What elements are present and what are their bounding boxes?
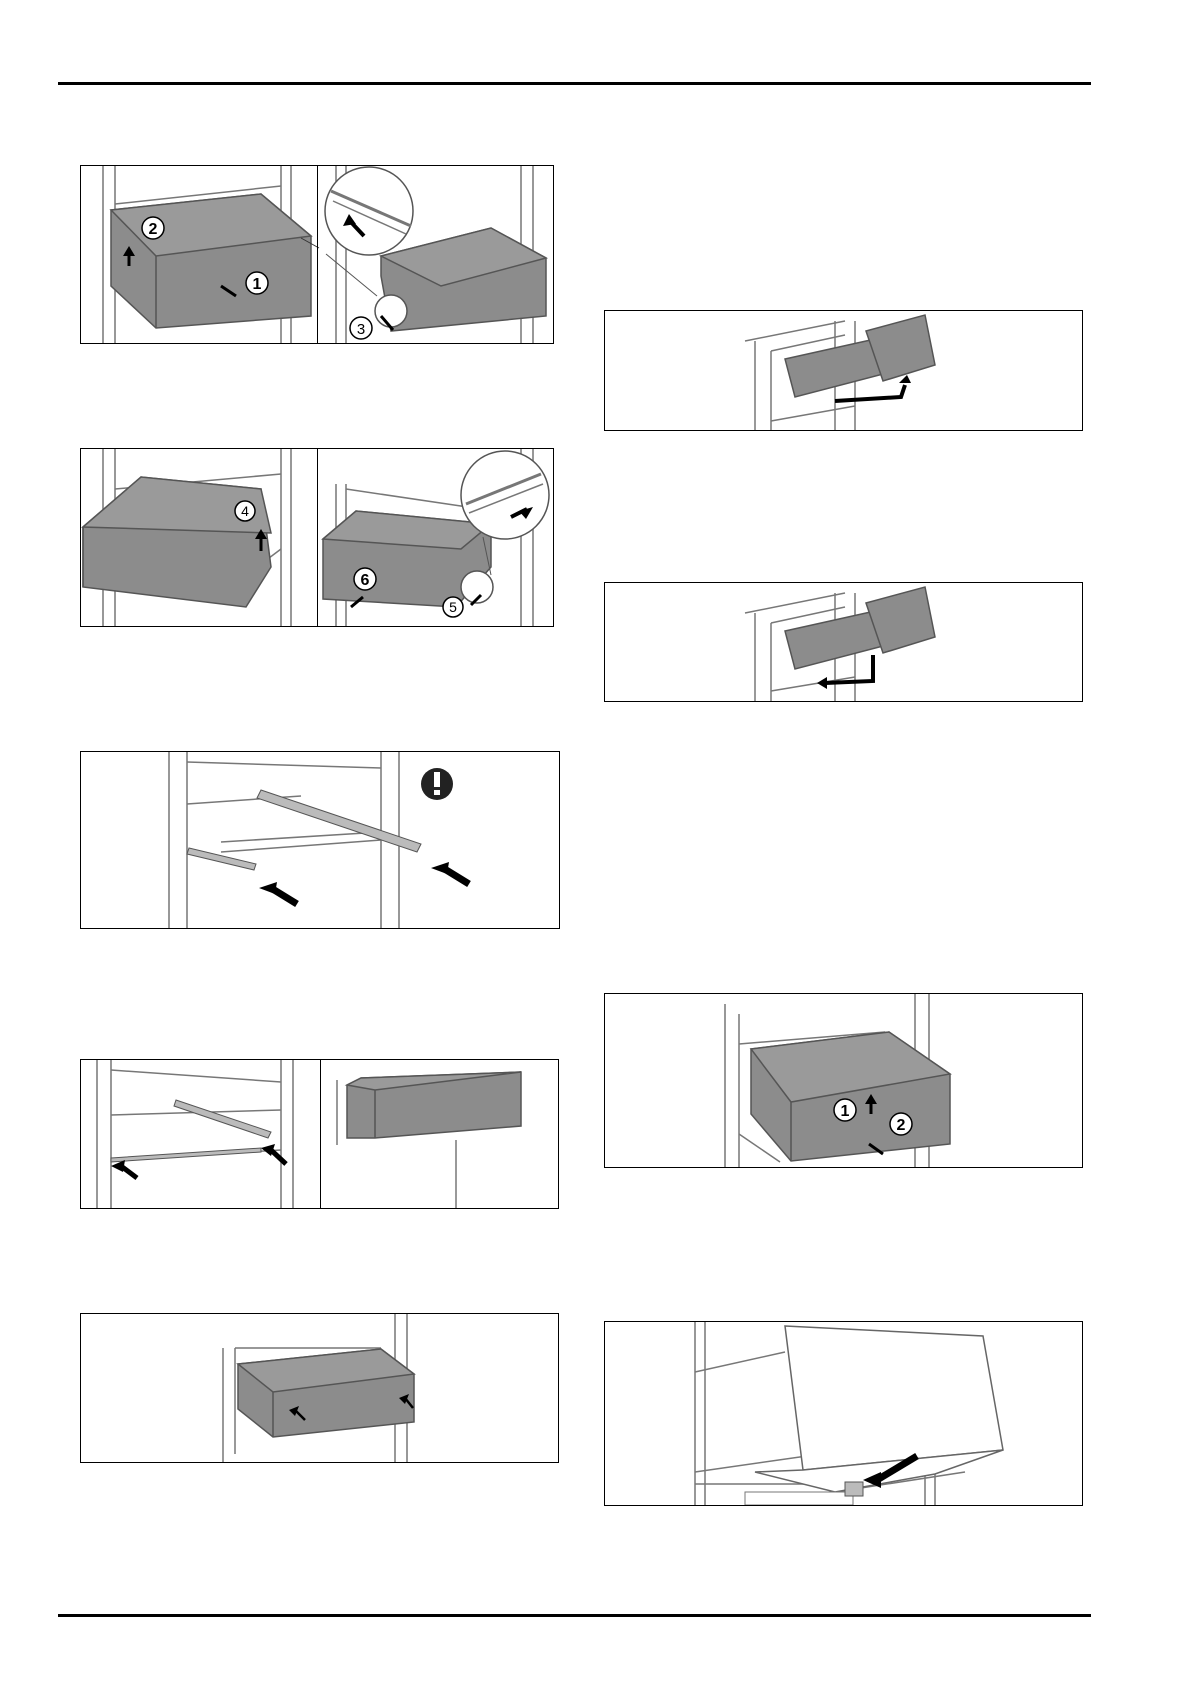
figure-rail-insertion — [80, 751, 560, 929]
figure-drawer-lift-out: 1 2 — [604, 993, 1083, 1168]
svg-text:2: 2 — [897, 1117, 906, 1134]
figure-rail-installation — [80, 1059, 559, 1209]
figure-drawer-tilt-out — [604, 310, 1083, 431]
figure-drawer-tilt-in — [604, 582, 1083, 702]
warning-icon — [421, 768, 453, 800]
figure-drawer-insertion — [80, 1313, 559, 1463]
arrow-icon — [835, 385, 905, 401]
footer-rule — [58, 1614, 1091, 1617]
figure-divider — [317, 449, 318, 626]
figure-divider — [320, 1060, 321, 1208]
figure-drawer-removal-1: 2 1 3 — [80, 165, 554, 344]
step-1-marker: 1 — [834, 1099, 856, 1121]
header-rule — [58, 82, 1091, 85]
step-2-marker: 2 — [890, 1113, 912, 1135]
figure-divider — [317, 166, 318, 343]
figure-drawer-removal-2: 4 6 5 — [80, 448, 554, 627]
svg-text:1: 1 — [841, 1103, 850, 1120]
figure-drawer-clip-release — [604, 1321, 1083, 1506]
